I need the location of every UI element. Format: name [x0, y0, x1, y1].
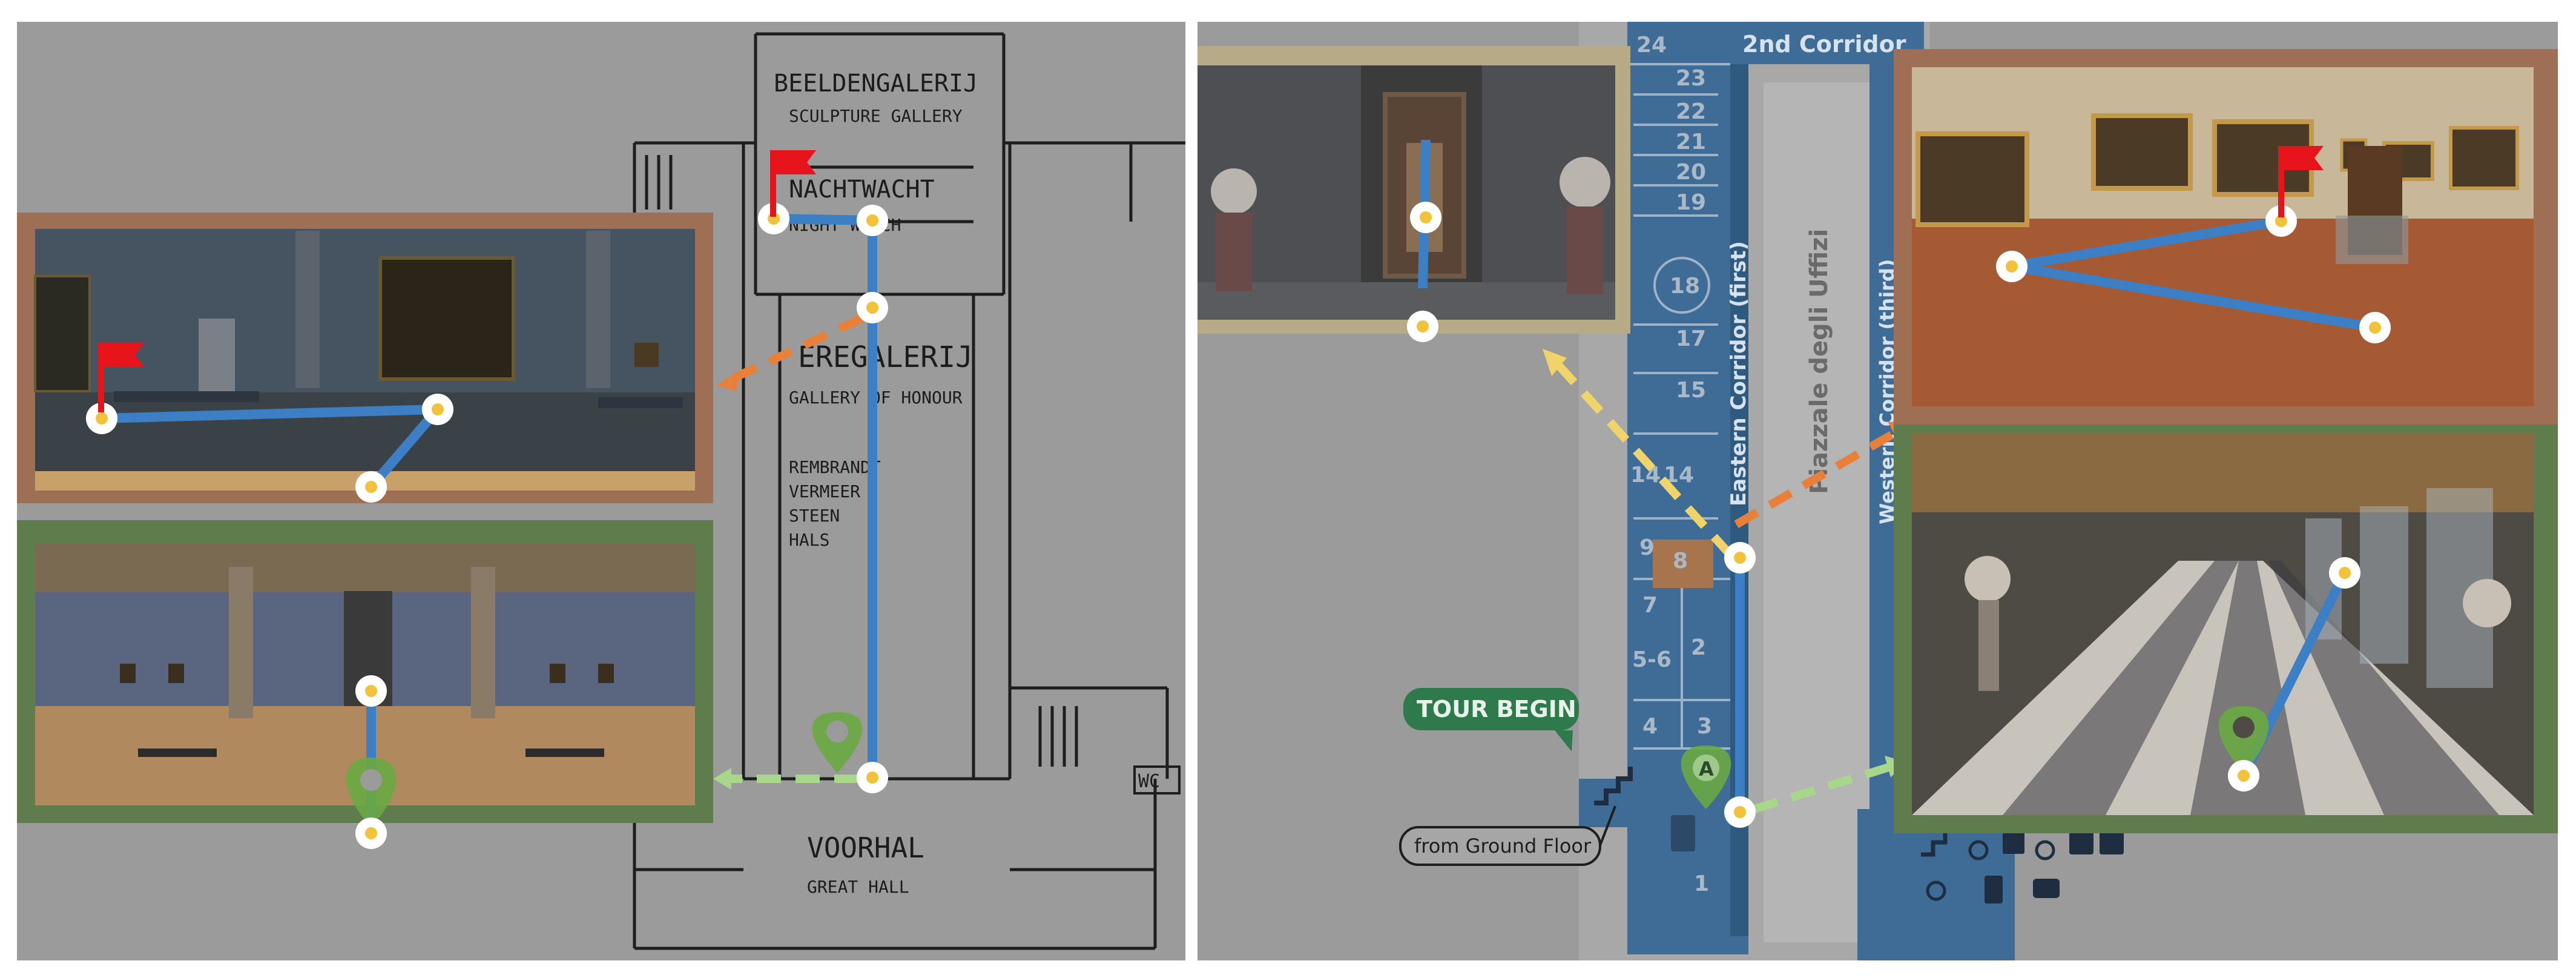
room-number: 4 [1642, 714, 1658, 739]
room-number: 17 [1676, 326, 1706, 351]
room-number: 5-6 [1632, 647, 1672, 672]
arrow-head [1543, 349, 1567, 376]
waypoint-icon [355, 675, 387, 707]
waypoint-icon [2359, 312, 2391, 343]
coffee-icon [2033, 879, 2060, 898]
room-sublabel-sculpture-gallery: SCULPTURE GALLERY [789, 106, 963, 126]
tour-begin-badge: TOUR BEGIN [1403, 688, 1579, 752]
photo-western-corridor [1894, 425, 2558, 833]
room-number: 15 [1676, 378, 1706, 403]
waypoint-icon [422, 394, 453, 425]
waypoint-icon [857, 292, 888, 323]
room-8-highlight [1653, 540, 1713, 588]
toilet-icon [1133, 765, 1181, 795]
room-label-beeldengalerij: BEELDENGALERIJ [774, 70, 978, 97]
start-pin-icon [2218, 706, 2269, 773]
start-pin-icon [346, 758, 397, 827]
start-pin-icon: A [1681, 745, 1731, 809]
photo-doorway-view [1197, 46, 1630, 342]
waypoint-icon [1407, 311, 1438, 342]
goal-flag-icon [2278, 146, 2324, 217]
photo-gallery-of-honour [17, 520, 713, 849]
arrow-head [716, 370, 740, 391]
waypoint-icon [1724, 542, 1756, 573]
start-marker-label: A [1699, 758, 1714, 781]
waypoint-icon [1996, 251, 2028, 282]
waypoint-icon [1724, 796, 1756, 828]
left-floor-plan-panel: BEELDENGALERIJ SCULPTURE GALLERY NACHTWA… [17, 22, 1185, 960]
corridor-label-east: Eastern Corridor (first) [1727, 241, 1751, 506]
waypoint-icon [758, 203, 789, 234]
waypoint-icon [2228, 760, 2259, 791]
view-link-arrow [1753, 762, 1892, 813]
room-number: 7 [1642, 593, 1658, 618]
waypoint-icon [2329, 557, 2360, 589]
wheelchair-icon [1968, 840, 1989, 861]
room-number: 3 [1697, 714, 1712, 739]
waypoint-icon [857, 205, 888, 236]
room-number: 23 [1676, 66, 1706, 91]
toilet-icon [1985, 876, 2003, 904]
room-label-voorhal: VOORHAL [807, 831, 924, 864]
photo-night-watch-room [17, 213, 713, 503]
room-number: 21 [1676, 130, 1706, 154]
gallery-artist-label: STEEN [789, 506, 840, 526]
room-number-8: 8 [1673, 549, 1688, 573]
start-pin-icon [812, 712, 863, 773]
view-link-arrow [1734, 429, 1896, 529]
corridor-label-top: 2nd Corridor [1742, 31, 1906, 58]
right-floor-plan-panel: 24 23 22 21 20 19 18 17 15 14 14 9 8 7 5… [1197, 22, 2558, 960]
goal-flag-icon [98, 343, 144, 412]
stairs-icon [1921, 830, 1948, 857]
toilet-label: WC [1138, 771, 1160, 792]
piazzale-label: Piazzale degli Uffizi [1805, 229, 1833, 494]
waypoint-icon [857, 762, 888, 793]
elevator-icon [1671, 815, 1695, 851]
wheelchair-icon [1926, 881, 1946, 901]
waypoint-icon [2265, 205, 2297, 237]
room-label-nachtwacht: NACHTWACHT [789, 176, 935, 203]
left-floor-plan: BEELDENGALERIJ SCULPTURE GALLERY NACHTWA… [17, 32, 1185, 950]
room-number: 1 [1694, 871, 1709, 896]
gallery-artist-label: HALS [789, 530, 829, 550]
from-ground-floor-callout: from Ground Floor [1399, 805, 1616, 866]
room-number: 22 [1676, 99, 1706, 124]
room-number: 9 [1639, 535, 1655, 560]
room-sublabel-great-hall: GREAT HALL [807, 877, 909, 897]
photo-painting-room [1894, 49, 2558, 425]
goal-flag-icon [770, 150, 816, 217]
view-link-arrow [730, 314, 863, 383]
piazzale [1764, 82, 1869, 942]
view-link-arrow [1551, 358, 1734, 558]
right-floor-plan: 24 23 22 21 20 19 18 17 15 14 14 9 8 7 5… [1197, 22, 2558, 960]
gallery-artist-label: VERMEER [789, 481, 860, 501]
room-number: 19 [1676, 190, 1706, 215]
sketch-walls [633, 32, 1185, 950]
room-dividers [1627, 63, 1730, 750]
room-number: 20 [1676, 160, 1706, 185]
tour-begin-label: TOUR BEGIN [1417, 696, 1576, 722]
room-number: 24 [1636, 33, 1667, 58]
room-number: 2 [1691, 635, 1706, 660]
gallery-artist-label: REMBRANDT [789, 457, 881, 477]
room-number: 18 [1670, 274, 1700, 299]
waypoint-icon [1410, 202, 1441, 233]
waypoint-icon [86, 403, 117, 434]
room-label-eregalerij: EREGALERIJ [798, 340, 973, 374]
from-ground-floor-label: from Ground Floor [1414, 834, 1592, 857]
stairs-icon [1594, 767, 1633, 805]
arrow-head [713, 768, 731, 790]
waypoint-icon [355, 818, 387, 849]
waypoint-icon [355, 471, 387, 503]
tribune-room [1653, 257, 1710, 314]
wheelchair-icon [2035, 840, 2055, 861]
